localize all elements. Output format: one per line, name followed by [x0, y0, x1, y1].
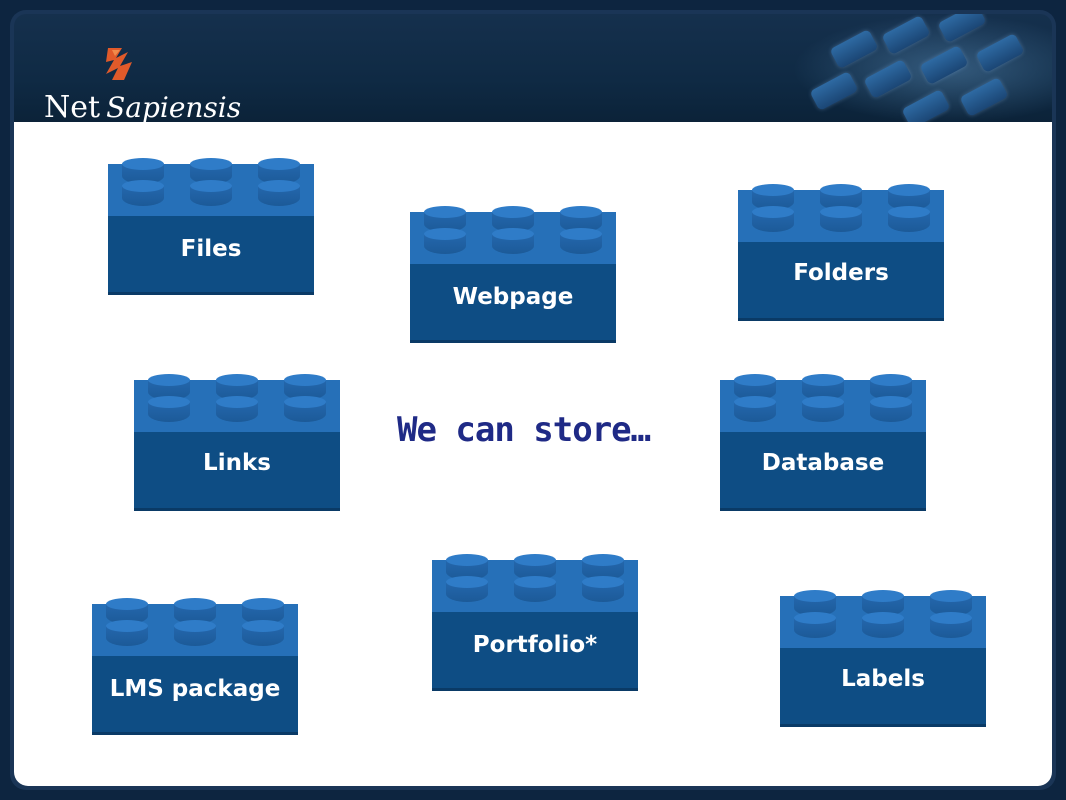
logo-net: Net [44, 90, 101, 124]
brick-label-files: Files [180, 236, 242, 262]
brick-lms-package: LMS package [92, 596, 298, 735]
slide-heading: We can store… [397, 410, 651, 450]
brick-database: Database [720, 372, 926, 511]
logo-sapiensis: Sapiensis [106, 91, 242, 124]
brick-folders: Folders [738, 182, 944, 321]
logo-mark-icon [106, 48, 132, 80]
keyboard-graphic [792, 14, 1052, 124]
brick-label-webpage: Webpage [452, 284, 574, 310]
brick-links: Links [134, 372, 340, 511]
brick-webpage: Webpage [410, 204, 616, 343]
brick-portfolio: Portfolio* [432, 552, 638, 691]
brick-label-lms-package: LMS package [109, 676, 281, 702]
brick-label-labels: Labels [841, 666, 925, 692]
brick-labels: Labels [780, 588, 986, 727]
brick-files: Files [108, 156, 314, 295]
brick-label-links: Links [203, 450, 271, 476]
brick-label-database: Database [761, 450, 885, 476]
brick-label-portfolio: Portfolio* [472, 632, 598, 658]
brick-label-folders: Folders [793, 260, 889, 286]
